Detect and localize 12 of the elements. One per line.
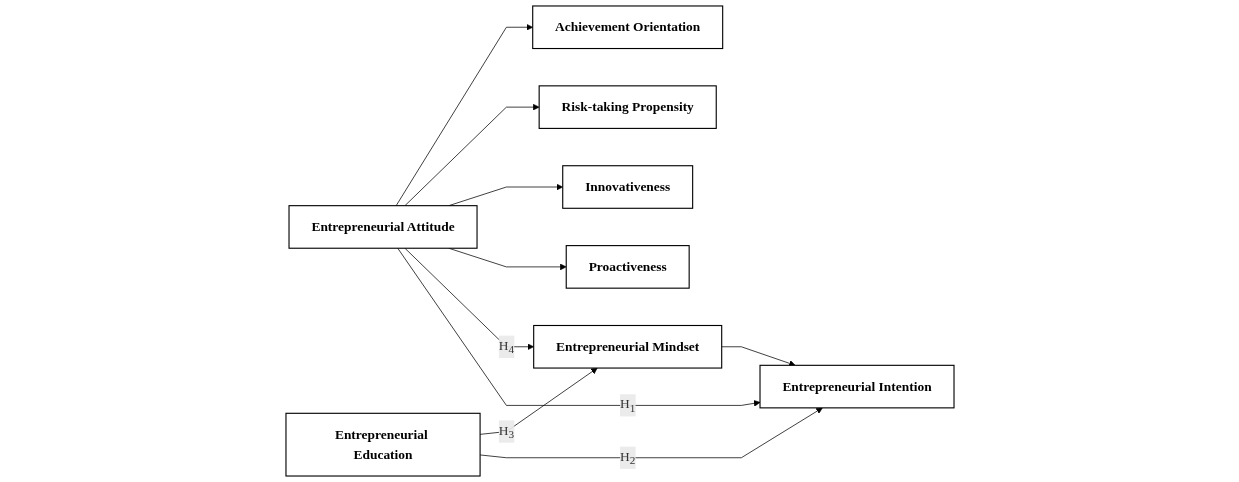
- node-box: Entrepreneurial Mindset: [532, 324, 722, 369]
- node-box: Entrepreneurial Education: [284, 412, 481, 477]
- edge-label: H$_{4}$: [498, 337, 514, 356]
- edge-label: H$_{1}$: [619, 396, 635, 415]
- node-box: Risk-taking Propensity: [538, 85, 717, 129]
- node-box: Entrepreneurial Intention: [758, 364, 955, 409]
- edge-label: H$_{3}$: [498, 422, 514, 441]
- node-box: Achievement Orientation: [531, 5, 723, 50]
- node-box: Entrepreneurial Attitude: [287, 205, 478, 249]
- node-box: Innovativeness: [561, 165, 693, 209]
- node-box: Proactiveness: [565, 245, 690, 289]
- edge-label: H$_{2}$: [619, 448, 635, 467]
